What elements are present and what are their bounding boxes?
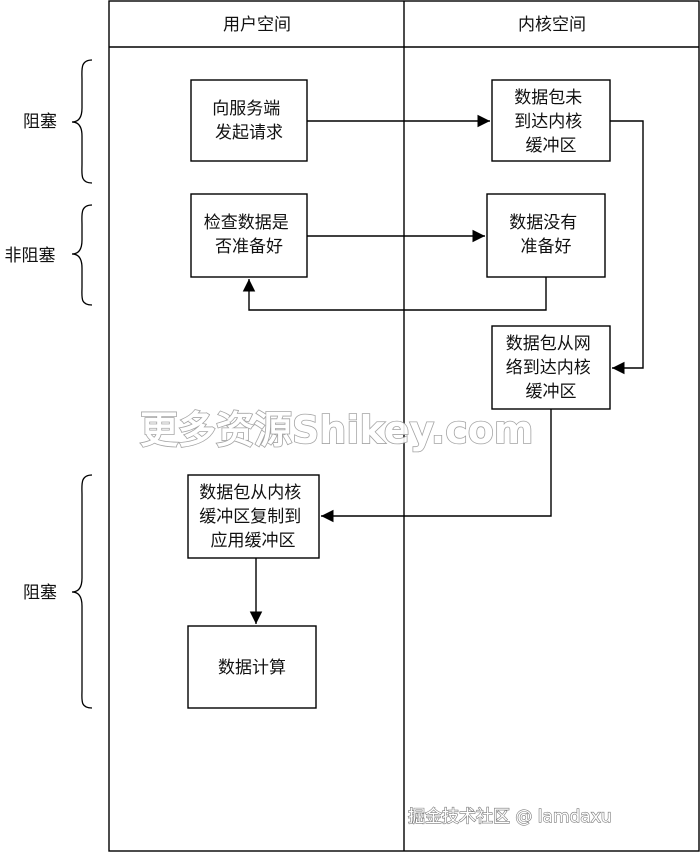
side-label-blocking-bottom: 阻塞 [23,583,57,603]
box-send-request [190,79,308,162]
lane-header-user: 用户空间 [223,15,291,35]
side-label-blocking-top: 阻塞 [23,112,57,132]
arrow-not-ready-back-to-check [242,277,547,311]
swimlane-frame [108,0,700,852]
box-check-ready-text: 检查数据是 否准备好 [204,213,294,257]
credit-text: 掘金技术社区 @ lamdaxu [408,807,612,827]
lane-header-kernel: 内核空间 [518,15,586,35]
brace-non-blocking [71,204,93,306]
box-copy-to-app [187,474,320,559]
process-boxes [187,79,611,709]
box-packet-arrived [491,325,611,410]
arrow-not-arrived-to-arrived [610,120,644,375]
brace-group [71,59,93,709]
box-packet-arrived-text: 数据包从网 络到达内核 缓冲区 [506,334,596,402]
box-compute-text: 数据计算 [218,658,286,678]
flow-arrows [242,114,644,624]
box-packet-not-arrived-text: 数据包未 到达内核 缓冲区 [514,88,587,156]
box-check-ready [190,193,308,278]
box-data-not-ready-text: 数据没有 准备好 [509,213,582,257]
box-data-not-ready [486,193,606,278]
box-copy-to-app-text: 数据包从内核 缓冲区复制到 应用缓冲区 [199,483,306,551]
brace-blocking-top [71,59,93,184]
box-compute [187,625,317,709]
box-send-request-text: 向服务端 发起请求 [212,99,285,143]
brace-blocking-bottom [71,474,93,709]
watermark-text: 更多资源Shikey.com [140,408,533,452]
arrow-arrived-to-copy [321,409,552,523]
side-label-non-blocking: 非阻塞 [5,246,56,266]
